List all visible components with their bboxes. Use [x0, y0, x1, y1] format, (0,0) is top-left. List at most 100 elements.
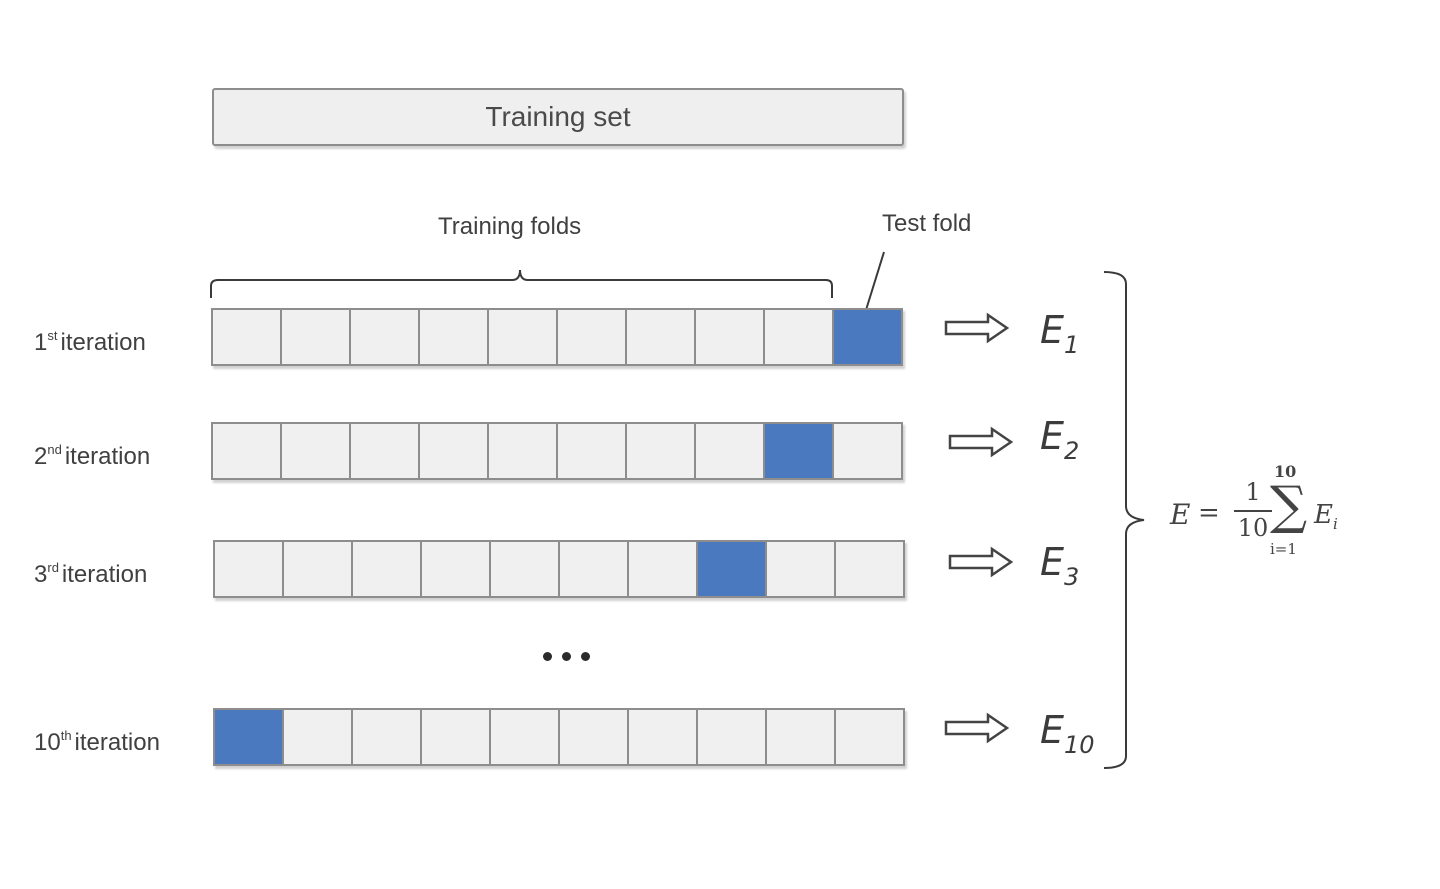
training-fold-cell: [836, 710, 903, 764]
row-ordinal-suffix: nd: [47, 442, 62, 457]
formula-sum-lower-limit: i=1: [1270, 540, 1297, 558]
error-e1: E1: [1040, 308, 1079, 359]
row-ordinal: 3: [34, 561, 48, 588]
training-fold-cell: [282, 310, 351, 364]
training-fold-cell: [629, 710, 698, 764]
error-subscript: 2: [1064, 437, 1080, 465]
ellipsis-dot: [562, 652, 571, 661]
training-fold-cell: [836, 542, 903, 596]
error-e3: E3: [1040, 540, 1079, 591]
row-iteration-text: iteration: [60, 329, 146, 356]
training-fold-cell: [489, 424, 558, 478]
arrow-icon: [948, 546, 1014, 578]
row-ordinal: 1: [34, 329, 48, 356]
training-fold-cell: [489, 310, 558, 364]
training-fold-cell: [627, 310, 696, 364]
fold-row-1: [211, 308, 903, 366]
error-e10: E10: [1040, 708, 1095, 759]
training-fold-cell: [558, 424, 627, 478]
training-fold-cell: [353, 710, 422, 764]
fold-row-3: [213, 540, 905, 598]
training-folds-label: Training folds: [438, 213, 582, 240]
training-fold-cell: [767, 542, 836, 596]
formula-term: Ei: [1314, 500, 1338, 533]
error-subscript: 3: [1064, 563, 1080, 591]
training-set-box: Training set: [212, 88, 904, 146]
training-folds-brace: [210, 269, 833, 298]
formula-denominator: 10: [1237, 514, 1269, 542]
formula-lhs: E: [1170, 498, 1191, 531]
ellipsis-dot: [581, 652, 590, 661]
training-fold-cell: [420, 310, 489, 364]
row-iteration-text: iteration: [64, 443, 151, 470]
training-fold-cell: [353, 542, 422, 596]
test-fold-cell: [765, 424, 834, 478]
row-iteration-text: iteration: [74, 729, 160, 756]
row-ordinal: 2: [34, 443, 48, 470]
formula-numerator: 1: [1245, 478, 1261, 506]
arrow-icon: [948, 426, 1014, 458]
training-fold-cell: [558, 310, 627, 364]
ellipsis-dot: [543, 652, 552, 661]
training-fold-cell: [351, 310, 420, 364]
training-fold-cell: [284, 542, 353, 596]
training-fold-cell: [767, 710, 836, 764]
training-set-label: Training set: [485, 101, 631, 132]
error-base: E: [1040, 308, 1065, 352]
training-fold-cell: [627, 424, 696, 478]
arrow-icon: [944, 312, 1010, 344]
ellipsis: [543, 652, 590, 661]
training-fold-cell: [560, 710, 629, 764]
test-fold-label: Test fold: [882, 210, 972, 237]
row-ordinal-suffix: rd: [47, 560, 59, 575]
error-subscript: 10: [1064, 731, 1095, 759]
formula-term-base: E: [1314, 500, 1333, 530]
error-e2: E2: [1040, 414, 1079, 465]
training-fold-cell: [629, 542, 698, 596]
training-fold-cell: [834, 424, 901, 478]
row-ordinal: 10: [34, 729, 61, 756]
arrow-icon: [944, 712, 1010, 744]
fold-row-10: [213, 708, 905, 766]
error-subscript: 1: [1064, 331, 1080, 359]
training-fold-cell: [282, 424, 351, 478]
training-fold-cell: [213, 310, 282, 364]
training-fold-cell: [215, 542, 284, 596]
formula-sum-symbol: ∑: [1270, 476, 1308, 536]
formula-equals: =: [1198, 498, 1220, 528]
row-ordinal-suffix: st: [47, 328, 58, 343]
row-iteration-text: iteration: [61, 561, 148, 588]
training-fold-cell: [696, 424, 765, 478]
training-fold-cell: [491, 710, 560, 764]
fold-row-2: [211, 422, 903, 480]
training-fold-cell: [696, 310, 765, 364]
error-base: E: [1040, 414, 1065, 458]
formula-fraction-bar: [1234, 510, 1272, 512]
training-fold-cell: [422, 710, 491, 764]
average-error-formula: E = 1 10 10 ∑ i=1 Ei: [1170, 462, 1360, 572]
test-fold-cell: [698, 542, 767, 596]
formula-term-subscript: i: [1332, 515, 1338, 534]
formula-sum-upper-limit: 10: [1274, 462, 1297, 481]
training-fold-cell: [284, 710, 353, 764]
training-fold-cell: [491, 542, 560, 596]
training-fold-cell: [765, 310, 834, 364]
training-fold-cell: [351, 424, 420, 478]
error-base: E: [1040, 708, 1065, 752]
training-fold-cell: [420, 424, 489, 478]
test-fold-pointer: [865, 251, 885, 311]
training-fold-cell: [422, 542, 491, 596]
test-fold-cell: [215, 710, 284, 764]
error-base: E: [1040, 540, 1065, 584]
training-fold-cell: [560, 542, 629, 596]
test-fold-cell: [834, 310, 901, 364]
error-summary-brace: [1103, 271, 1145, 769]
row-ordinal-suffix: th: [60, 728, 72, 743]
training-fold-cell: [213, 424, 282, 478]
